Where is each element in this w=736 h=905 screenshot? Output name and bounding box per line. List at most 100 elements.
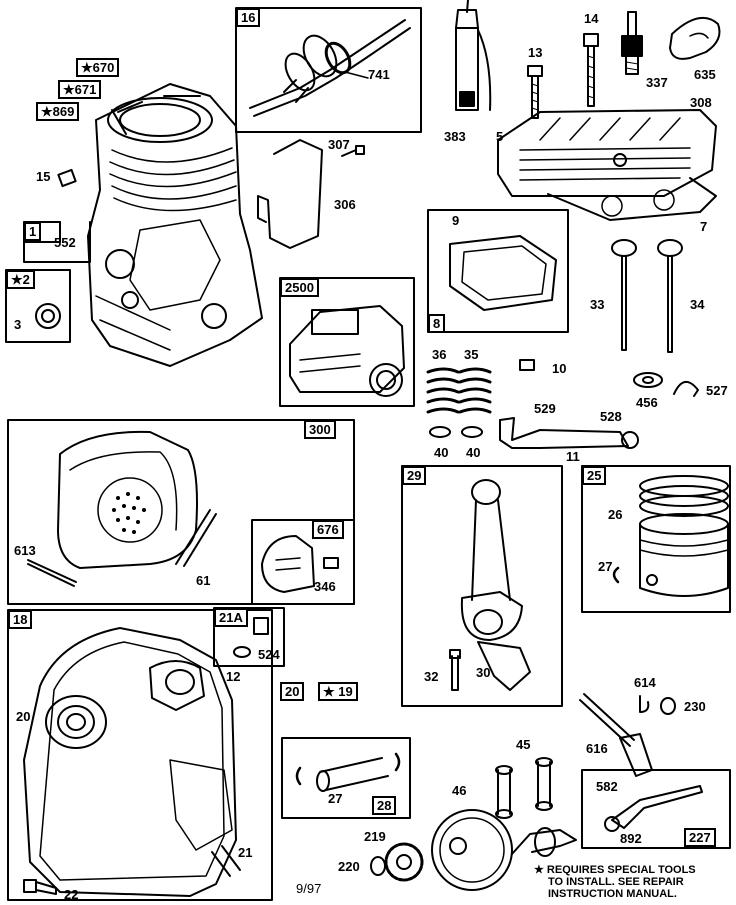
camshaft-part [431,809,577,891]
valve-34 [657,239,683,353]
timing-gear-219 [384,842,424,882]
screw-10 [519,359,535,371]
label-26: 26 [608,507,623,522]
label-2: ★2 [6,270,35,289]
special-tools-note-3: INSTRUCTION MANUAL. [548,888,677,900]
muffler-box [7,419,355,605]
label-616: 616 [586,741,608,756]
label-46: 46 [452,783,467,798]
screw-346 [323,557,339,569]
label-14: 14 [584,11,599,26]
label-528: 528 [600,409,622,424]
label-22: 22 [64,887,79,902]
label-676: 676 [312,520,344,539]
muffler-part [27,430,217,587]
governor-shaft-part [579,693,653,777]
label-524: 524 [258,647,280,662]
label-40b: 40 [466,445,481,460]
label-869: ★869 [36,102,80,121]
label-45: 45 [516,737,531,752]
label-40a: 40 [434,445,449,460]
label-306: 306 [334,197,356,212]
label-12: 12 [226,669,241,684]
label-20-box: 20 [280,682,305,701]
label-8: 8 [428,314,446,333]
label-11: 11 [566,449,580,464]
oil-seal-3 [35,303,61,329]
label-552: 552 [54,235,76,250]
piston-part [639,475,729,597]
piston-box [581,465,731,613]
air-deflector-part [257,139,323,249]
parts-456-527 [633,372,699,397]
connecting-rod-part [460,479,523,641]
label-19: ★ 19 [318,682,358,701]
label-28: 28 [372,796,397,815]
label-33: 33 [590,297,605,312]
label-32: 32 [424,669,439,684]
breather-tube-part [499,417,639,449]
crankcase-cover-box [7,609,273,901]
rod-cap-30 [477,641,531,691]
clip-614 [639,695,650,713]
valve-springs [426,367,492,414]
label-27-piston: 27 [598,559,613,574]
box-21A [213,607,285,667]
cam-follower-part [295,752,401,792]
label-2500: 2500 [280,278,319,297]
oil-fill-plug-part [233,617,269,658]
bolt-14 [583,33,599,107]
spark-plug-part [621,11,643,75]
label-61: 61 [196,573,211,588]
label-527: 527 [706,383,728,398]
label-635: 635 [694,67,716,82]
ignition-coil-part [455,0,492,111]
label-582: 582 [596,779,618,794]
muffler-guard-part [261,535,315,593]
label-892: 892 [620,831,642,846]
pin-lock-27 [612,566,620,584]
label-613: 613 [14,543,36,558]
label-220: 220 [338,859,360,874]
label-13: 13 [528,45,543,60]
box-676 [251,519,355,605]
plug-15 [57,168,77,188]
label-25: 25 [582,466,607,485]
engine-assembly-part [289,305,405,397]
label-300: 300 [304,420,336,439]
label-670: ★670 [76,58,120,77]
label-456: 456 [636,395,658,410]
label-21: 21 [238,845,253,860]
label-15: 15 [36,169,51,184]
governor-lever-part [604,785,703,832]
tappets-45 [495,757,553,819]
box-2 [5,269,71,343]
connecting-rod-box [401,465,563,707]
label-3: 3 [14,317,22,332]
label-29: 29 [402,466,427,485]
rod-bolt-32 [449,649,461,691]
label-35: 35 [464,347,479,362]
label-219: 219 [364,829,386,844]
special-tools-note-1: ★ REQUIRES SPECIAL TOOLS [534,864,696,876]
label-346: 346 [314,579,336,594]
crankcase-cover-part [23,627,241,897]
retainers-40 [429,426,483,438]
cam-follower-box [281,737,411,819]
valve-33 [611,239,637,351]
bolt-13 [527,65,543,119]
label-20: 20 [16,709,31,724]
label-671: ★671 [58,80,102,99]
label-16: 16 [236,8,261,27]
screw-307 [341,145,365,157]
label-27-tappet: 27 [328,791,343,806]
label-5: 5 [496,129,504,144]
crankshaft-box [235,7,422,133]
label-36: 36 [432,347,447,362]
label-308: 308 [690,95,712,110]
label-9: 9 [452,213,460,228]
label-227: 227 [684,828,716,847]
label-1: 1 [24,222,42,241]
head-gasket-part [547,177,717,221]
